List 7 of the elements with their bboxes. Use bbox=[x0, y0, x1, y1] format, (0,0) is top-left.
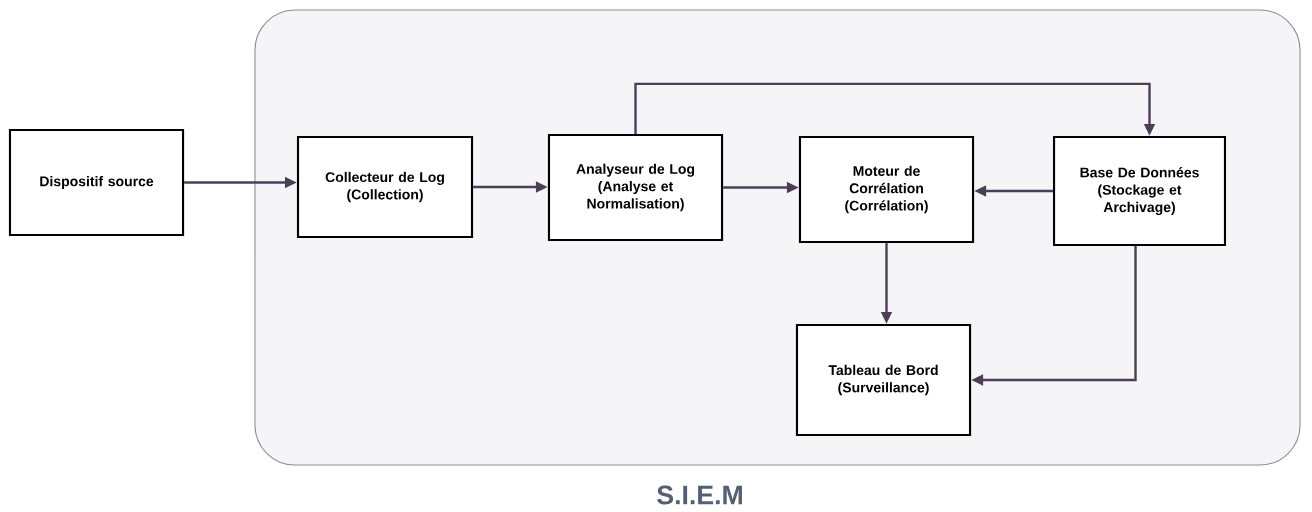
process-box: Collecteur de Log (Collection) bbox=[296, 135, 474, 239]
process-box: Base De Données (Stockage et Archivage) bbox=[1052, 135, 1227, 247]
process-box: Dispositif source bbox=[8, 128, 185, 237]
boundary-title: S.I.E.M bbox=[657, 485, 742, 505]
process-box: Analyseur de Log (Analyse et Normalisation) bbox=[547, 133, 724, 242]
process-box: Moteur de Corrélation (Corrélation) bbox=[798, 135, 975, 244]
process-box: Tableau de Bord (Surveillance) bbox=[795, 323, 972, 437]
